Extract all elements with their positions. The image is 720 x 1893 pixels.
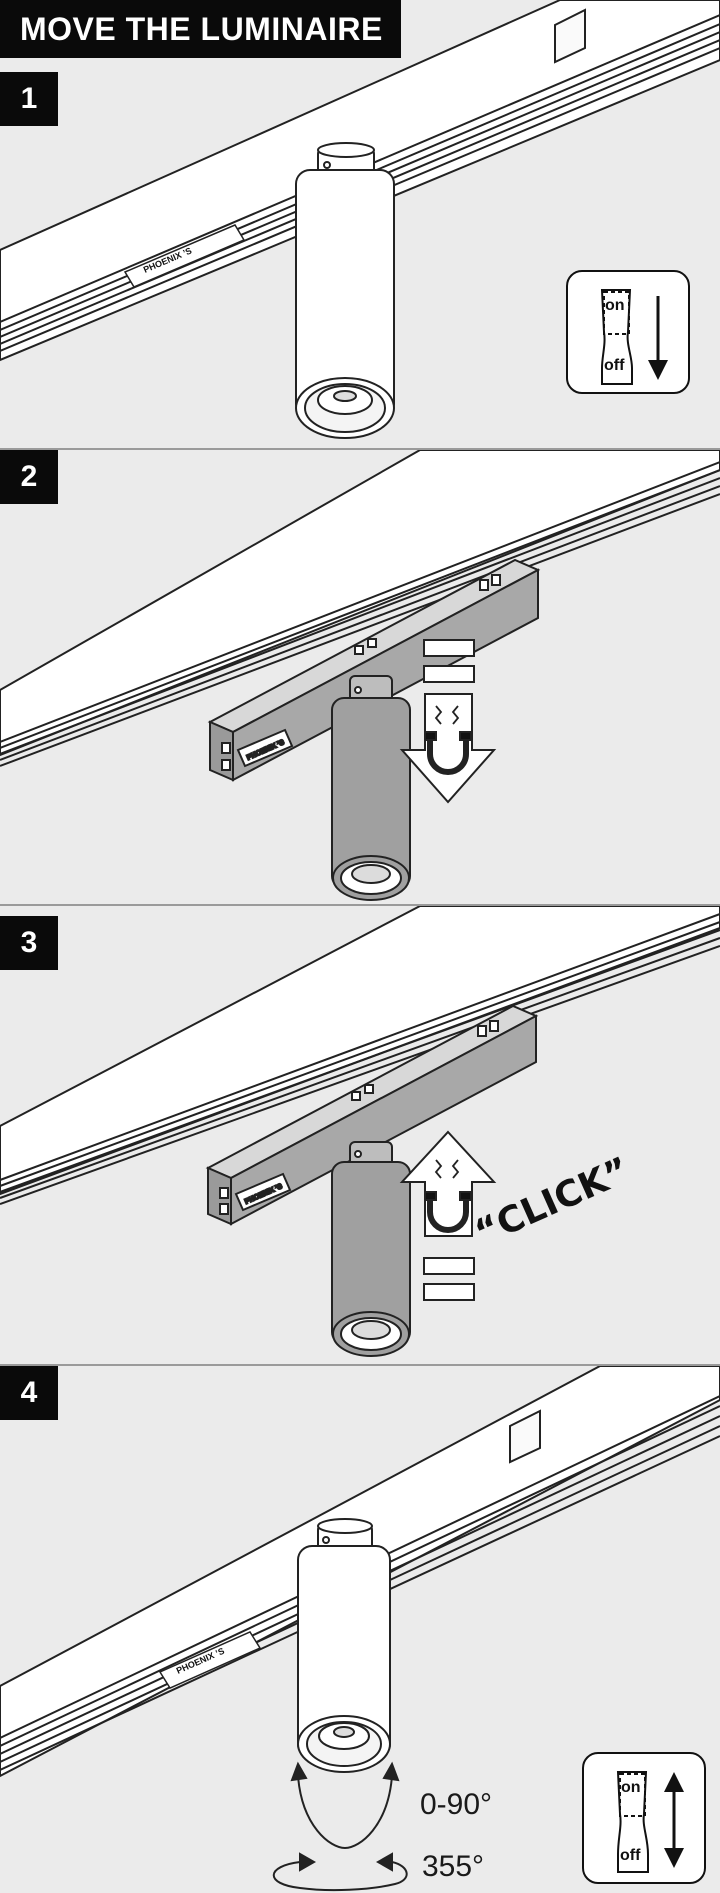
switch-on-label: on bbox=[605, 297, 625, 314]
step-panel-3: PHOENIX ’S “ bbox=[0, 906, 720, 1366]
page-title: MOVE THE LUMINAIRE bbox=[0, 0, 401, 58]
rotation-arrow-icon bbox=[272, 1852, 408, 1892]
step-panel-1: PHOENIX ’S on off bbox=[0, 0, 720, 450]
rocker-switch-icon bbox=[600, 289, 633, 385]
step-panel-2: PHOENIX ’S bbox=[0, 450, 720, 906]
step-badge-4: 4 bbox=[0, 1366, 58, 1420]
step-2-illustration: PHOENIX ’S bbox=[0, 450, 720, 901]
switch-on-label: on bbox=[621, 1779, 641, 1796]
track-rail bbox=[0, 906, 720, 1205]
step-4-illustration: PHOENIX ’S bbox=[0, 1366, 720, 1892]
luminaire bbox=[331, 1141, 411, 1357]
luminaire bbox=[297, 1518, 391, 1773]
switch-off-label: off bbox=[604, 357, 625, 374]
step-panel-4: PHOENIX ’S bbox=[0, 1366, 720, 1893]
click-label: “CLICK” bbox=[469, 1150, 636, 1254]
switch-off-label: off bbox=[620, 1847, 641, 1864]
rotation-angle-label: 355° bbox=[422, 1850, 485, 1883]
tilt-arrow-icon bbox=[290, 1761, 400, 1850]
step-badge-2: 2 bbox=[0, 450, 58, 504]
power-switch-off-indicator: on off bbox=[566, 270, 690, 394]
step-badge-1: 1 bbox=[0, 72, 58, 126]
luminaire bbox=[331, 675, 411, 901]
track-rail bbox=[0, 450, 720, 767]
luminaire bbox=[295, 142, 395, 439]
step-1-illustration: PHOENIX ’S bbox=[0, 0, 720, 439]
separation-bars bbox=[423, 1257, 475, 1301]
arrow-down-icon bbox=[648, 296, 668, 380]
step-badge-3: 3 bbox=[0, 916, 58, 970]
separation-bars bbox=[423, 639, 475, 683]
power-switch-toggle-indicator: on off bbox=[582, 1752, 706, 1884]
step-3-illustration: PHOENIX ’S “ bbox=[0, 906, 720, 1357]
track-adapter: PHOENIX ’S bbox=[205, 1004, 539, 1226]
magnet-down-arrow-icon bbox=[399, 693, 497, 804]
tilt-angle-label: 0-90° bbox=[420, 1788, 493, 1821]
magnet-up-arrow-icon bbox=[399, 1130, 497, 1237]
rocker-switch-icon bbox=[616, 1771, 649, 1873]
arrow-up-down-icon bbox=[664, 1772, 684, 1868]
